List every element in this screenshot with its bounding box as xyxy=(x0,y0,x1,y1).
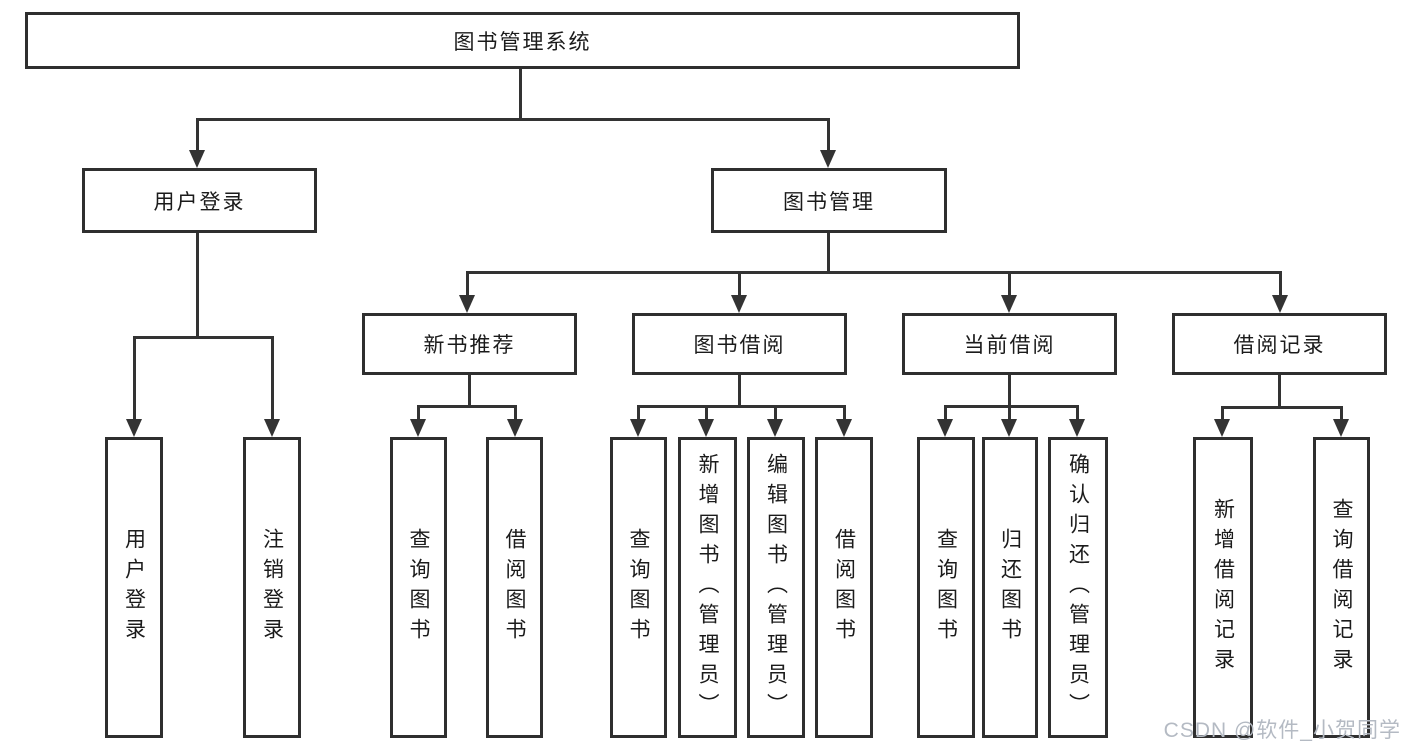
connector-borrow-stub-4 xyxy=(843,405,846,421)
node-root-label: 图书管理系统 xyxy=(453,30,592,54)
arrowhead-down-icon xyxy=(630,419,646,437)
leaf-logout-label: 注销登录 xyxy=(260,527,284,648)
arrowhead-down-icon xyxy=(767,419,783,437)
arrowhead-down-icon xyxy=(836,419,852,437)
connector-current-stub-2 xyxy=(1008,405,1011,421)
leaf-query-borrow-record-label: 查询借阅记录 xyxy=(1330,497,1353,678)
node-borrow-record: 借阅记录 xyxy=(1172,313,1387,375)
connector-borrow-horizontal xyxy=(637,405,846,408)
connector-borrow-stub-3 xyxy=(774,405,777,421)
connector-bookmgmt-stub-4 xyxy=(1279,271,1282,295)
arrowhead-down-icon xyxy=(126,419,142,437)
node-current-borrow: 当前借阅 xyxy=(902,313,1117,375)
connector-bookmgmt-stub-3 xyxy=(1008,271,1011,295)
leaf-add-borrow-record: 新增借阅记录 xyxy=(1193,437,1253,738)
leaf-borrow-books-label: 借阅图书 xyxy=(832,527,856,648)
leaf-confirm-return-admin-label: 确认归还（管理员） xyxy=(1066,452,1090,723)
arrowhead-down-icon xyxy=(1001,419,1017,437)
leaf-borrow-books: 借阅图书 xyxy=(815,437,873,738)
connector-userlogin-stub-right xyxy=(271,336,274,421)
leaf-borrow-query-books-label: 查询图书 xyxy=(627,527,650,648)
node-book-management-label: 图书管理 xyxy=(783,190,875,214)
leaf-confirm-return-admin: 确认归还（管理员） xyxy=(1048,437,1108,738)
connector-recommend-stub-1 xyxy=(417,405,420,421)
arrowhead-down-icon xyxy=(507,419,523,437)
node-book-borrow-label: 图书借阅 xyxy=(693,334,786,357)
leaf-user-login: 用户登录 xyxy=(105,437,163,738)
connector-record-stub-1 xyxy=(1221,406,1224,421)
arrowhead-down-icon xyxy=(698,419,714,437)
leaf-add-books-admin: 新增图书（管理员） xyxy=(678,437,737,738)
connector-root-stub-left xyxy=(196,118,199,152)
leaf-recommend-query-books: 查询图书 xyxy=(390,437,447,738)
leaf-recommend-query-books-label: 查询图书 xyxy=(407,527,430,648)
arrowhead-down-icon xyxy=(1272,295,1288,313)
arrowhead-down-icon xyxy=(1214,419,1230,437)
leaf-return-books-label: 归还图书 xyxy=(998,527,1022,648)
connector-current-vertical xyxy=(1008,375,1011,407)
connector-current-horizontal xyxy=(944,405,1079,408)
leaf-user-login-label: 用户登录 xyxy=(122,527,146,648)
connector-recommend-stub-2 xyxy=(514,405,517,421)
connector-bookmgmt-stub-1 xyxy=(466,271,469,295)
leaf-current-query-books: 查询图书 xyxy=(917,437,975,738)
connector-current-stub-1 xyxy=(944,405,947,421)
arrowhead-down-icon xyxy=(410,419,426,437)
arrowhead-down-icon xyxy=(459,295,475,313)
connector-record-stub-2 xyxy=(1340,406,1343,421)
connector-root-stub-right xyxy=(827,118,830,152)
connector-borrow-stub-1 xyxy=(637,405,640,421)
arrowhead-down-icon xyxy=(731,295,747,313)
leaf-current-query-books-label: 查询图书 xyxy=(934,527,958,648)
connector-bookmgmt-vertical xyxy=(827,233,830,273)
arrowhead-down-icon xyxy=(1333,419,1349,437)
node-borrow-record-label: 借阅记录 xyxy=(1233,334,1326,357)
leaf-add-books-admin-label: 新增图书（管理员） xyxy=(696,452,719,723)
node-new-book-recommend-label: 新书推荐 xyxy=(423,334,516,357)
leaf-borrow-query-books: 查询图书 xyxy=(610,437,667,738)
connector-bookmgmt-horizontal xyxy=(466,271,1282,274)
connector-record-vertical xyxy=(1278,375,1281,408)
connector-borrow-vertical xyxy=(738,375,741,407)
leaf-recommend-borrow-books-label: 借阅图书 xyxy=(503,527,526,648)
connector-userlogin-stub-left xyxy=(133,336,136,421)
connector-borrow-stub-2 xyxy=(705,405,708,421)
leaf-query-borrow-record: 查询借阅记录 xyxy=(1313,437,1370,738)
connector-current-stub-3 xyxy=(1076,405,1079,421)
leaf-edit-books-admin: 编辑图书（管理员） xyxy=(747,437,805,738)
arrowhead-down-icon xyxy=(264,419,280,437)
connector-root-horizontal xyxy=(196,118,830,121)
connector-bookmgmt-stub-2 xyxy=(738,271,741,295)
connector-root-vertical xyxy=(519,69,522,119)
arrowhead-down-icon xyxy=(1069,419,1085,437)
node-book-management: 图书管理 xyxy=(711,168,947,233)
connector-recommend-horizontal xyxy=(417,405,517,408)
leaf-recommend-borrow-books: 借阅图书 xyxy=(486,437,543,738)
arrowhead-down-icon xyxy=(937,419,953,437)
arrowhead-down-icon xyxy=(1001,295,1017,313)
connector-record-horizontal xyxy=(1221,406,1343,409)
node-root: 图书管理系统 xyxy=(25,12,1020,69)
leaf-logout: 注销登录 xyxy=(243,437,301,738)
leaf-edit-books-admin-label: 编辑图书（管理员） xyxy=(764,452,788,723)
connector-recommend-vertical xyxy=(468,375,471,407)
node-user-login: 用户登录 xyxy=(82,168,317,233)
node-new-book-recommend: 新书推荐 xyxy=(362,313,577,375)
leaf-return-books: 归还图书 xyxy=(982,437,1038,738)
connector-userlogin-vertical xyxy=(196,233,199,339)
node-current-borrow-label: 当前借阅 xyxy=(963,334,1056,357)
node-user-login-label: 用户登录 xyxy=(153,190,246,214)
leaf-add-borrow-record-label: 新增借阅记录 xyxy=(1211,497,1235,678)
connector-userlogin-horizontal xyxy=(133,336,274,339)
csdn-watermark: CSDN @软件_小贺同学 xyxy=(1163,719,1401,742)
arrowhead-down-icon xyxy=(820,150,836,168)
node-book-borrow: 图书借阅 xyxy=(632,313,847,375)
arrowhead-down-icon xyxy=(189,150,205,168)
